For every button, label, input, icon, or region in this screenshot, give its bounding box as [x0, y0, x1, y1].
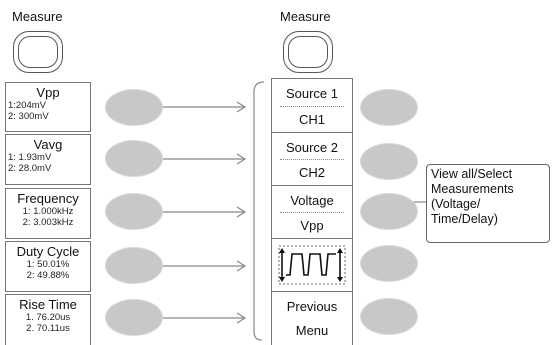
right-softkey-2[interactable] [360, 143, 418, 180]
menu-voltage-label: Voltage [290, 193, 334, 208]
arrow-head-1-icon [236, 101, 247, 113]
left-measure-key[interactable] [13, 31, 63, 73]
measurement-slot-4: Duty Cycle 1: 50.01% 2: 49.88% [5, 241, 91, 292]
waveform-gating-icon [278, 245, 346, 285]
right-measure-key-face [288, 36, 328, 68]
arrow-head-3-icon [236, 206, 247, 218]
measurement-name: Frequency [17, 191, 79, 206]
callout-box: View all/Select Measurements (Voltage/ T… [426, 164, 550, 243]
measurement-slot-1: Vpp 1:204mV 2: 300mV [5, 82, 91, 132]
measurement-ch1-value: 1:204mV [8, 100, 47, 111]
callout-line: View all/Select [431, 167, 513, 181]
measurement-name: Duty Cycle [16, 244, 80, 259]
measure-menu-panel: Source 1 CH1 Source 2 CH2 Voltage Vpp [271, 78, 353, 345]
menu-voltage-value: Vpp [300, 218, 324, 233]
arrow-head-5-icon [236, 312, 247, 324]
menu-source2-value: CH2 [298, 165, 325, 180]
measurement-name: Vavg [33, 137, 63, 152]
measurement-slot-5: Rise Time 1. 76.20us 2. 70.11us [5, 294, 91, 345]
left-softkey-3[interactable] [105, 193, 163, 230]
left-softkey-1[interactable] [105, 89, 163, 126]
arrow-head-2-icon [236, 153, 247, 165]
menu-previous-value: Menu [295, 323, 329, 338]
measurement-slot-3: Frequency 1: 1.000kHz 2: 3.003kHz [5, 188, 91, 239]
callout-line: (Voltage/ [431, 197, 481, 211]
left-softkey-2[interactable] [105, 140, 163, 177]
measurement-ch1-value: 1: 1.93mV [8, 152, 52, 163]
right-softkey-5[interactable] [360, 298, 418, 335]
menu-item-separator [280, 212, 344, 213]
measurement-ch1-value: 1: 1.000kHz [22, 206, 74, 217]
callout-line: Time/Delay) [431, 212, 498, 226]
measurement-ch1-value: 1. 76.20us [25, 312, 71, 323]
measurement-ch1-value: 1: 50.01% [26, 259, 70, 270]
bracket-icon [253, 81, 265, 341]
menu-previous-label: Previous [286, 299, 338, 314]
measurement-ch2-value: 2. 70.11us [26, 323, 70, 334]
menu-source2-label: Source 2 [285, 140, 339, 155]
right-measure-title: Measure [280, 9, 331, 24]
left-softkey-4[interactable] [105, 247, 163, 284]
arrow-head-4-icon [236, 260, 247, 272]
measurement-ch2-value: 2: 300mV [8, 111, 49, 122]
measurement-slot-2: Vavg 1: 1.93mV 2: 28.0mV [5, 134, 91, 185]
left-measure-title: Measure [12, 9, 63, 24]
menu-item-separator [280, 159, 344, 160]
menu-divider [272, 291, 352, 292]
menu-divider [272, 132, 352, 133]
right-softkey-3[interactable] [360, 193, 418, 230]
menu-divider [272, 185, 352, 186]
measurement-name: Vpp [36, 85, 60, 100]
right-softkey-1[interactable] [360, 89, 418, 126]
right-measure-key[interactable] [283, 31, 333, 73]
menu-divider [272, 238, 352, 239]
menu-source1-value: CH1 [298, 112, 325, 127]
menu-item-separator [280, 106, 344, 107]
callout-line: Measurements [431, 182, 514, 196]
menu-source1-label: Source 1 [285, 86, 339, 101]
measurement-name: Rise Time [19, 297, 77, 312]
left-softkey-5[interactable] [105, 299, 163, 336]
right-softkey-4[interactable] [360, 245, 418, 282]
measurement-ch2-value: 2: 28.0mV [8, 163, 52, 174]
measurement-ch2-value: 2: 3.003kHz [22, 217, 74, 228]
measurement-ch2-value: 2: 49.88% [26, 270, 70, 281]
left-measure-key-face [18, 36, 58, 68]
